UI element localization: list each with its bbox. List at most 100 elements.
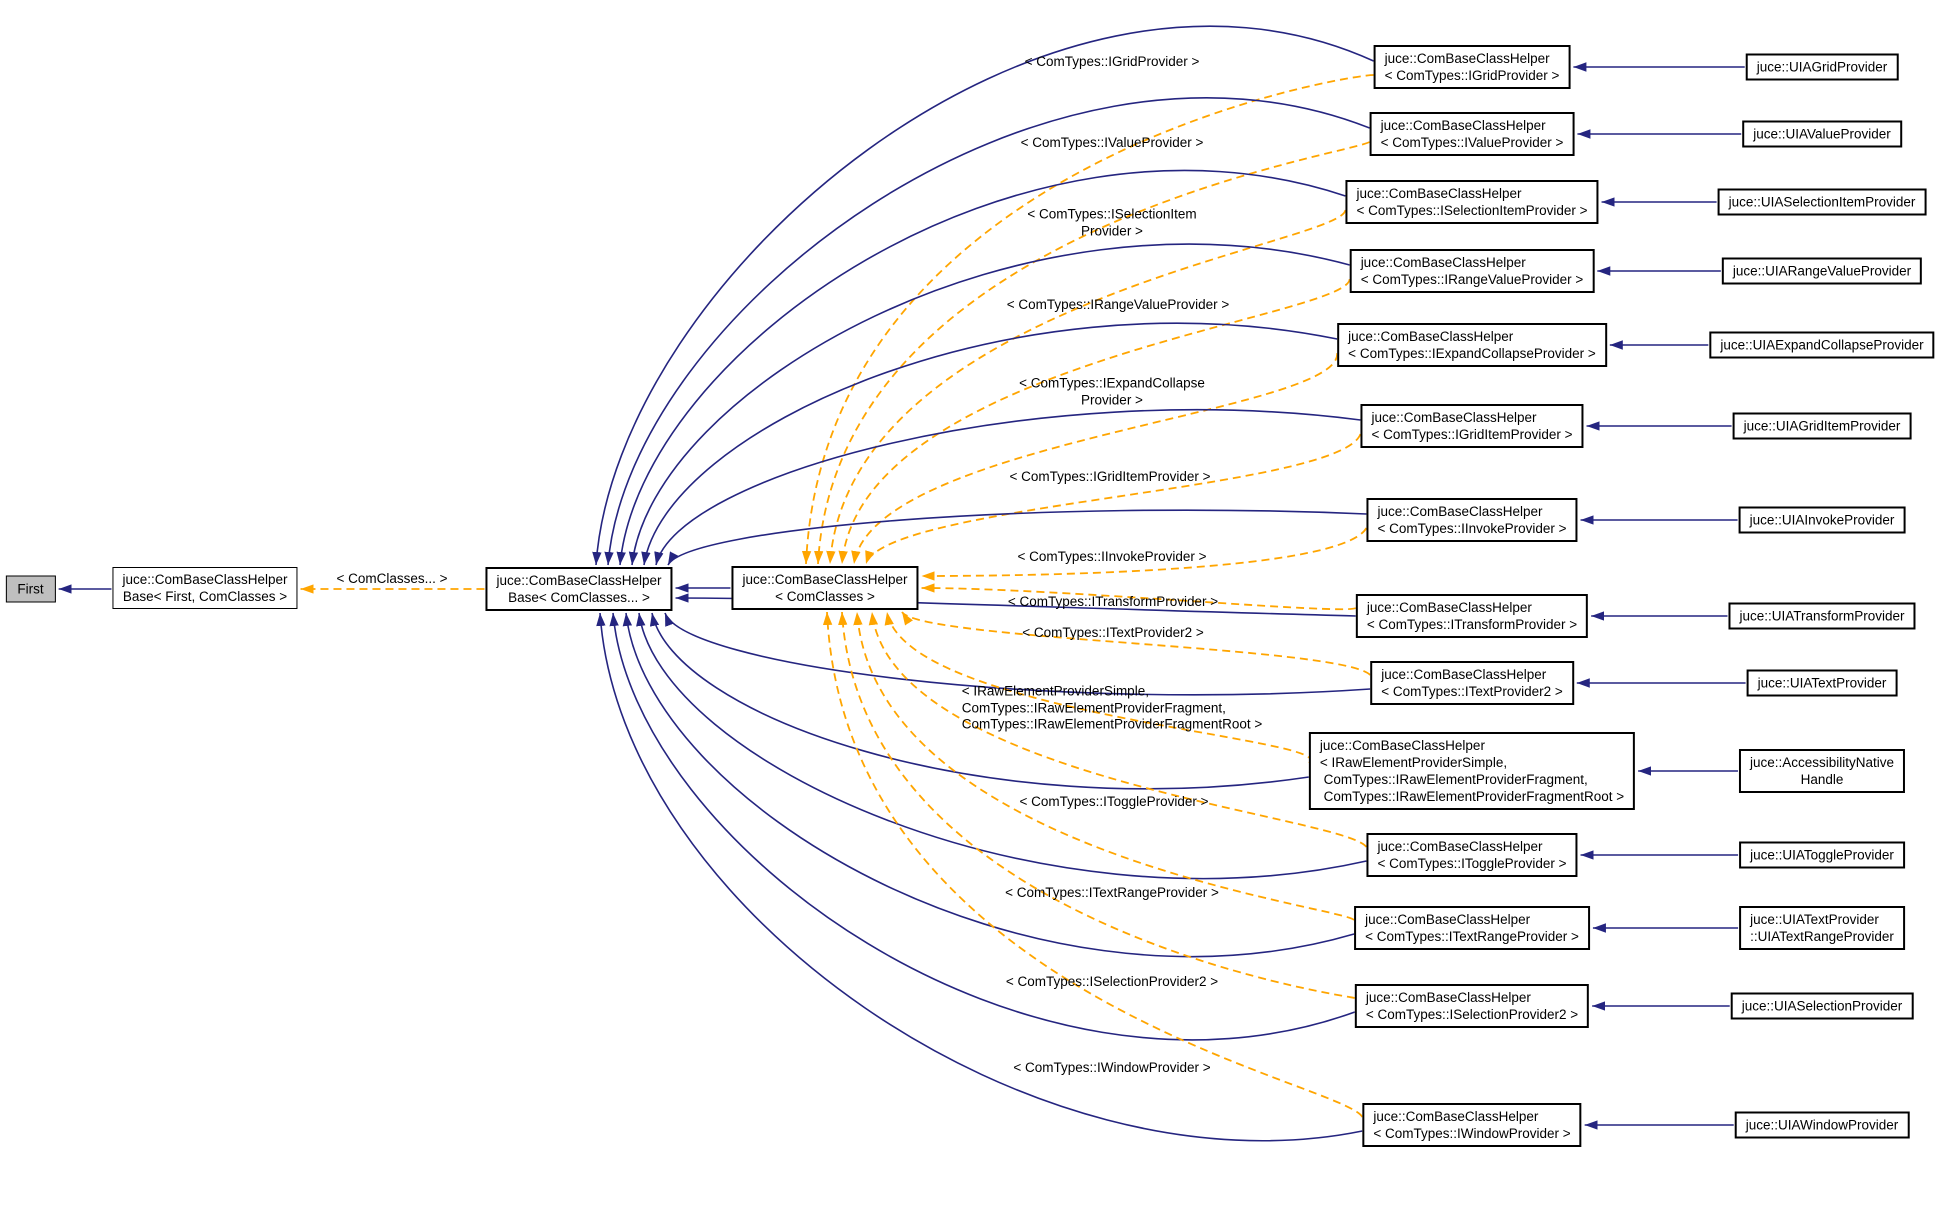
class-node-helper-instance[interactable]: juce::ComBaseClassHelper< ComTypes::ITex… xyxy=(1370,661,1574,705)
node-text-line: juce::ComBaseClassHelper xyxy=(1366,600,1532,615)
node-text-line: < ComTypes::IWindowProvider > xyxy=(1013,1059,1211,1075)
node-text-line: < ComTypes::IInvokeProvider > xyxy=(1017,548,1207,564)
node-text-line: < IRawElementProviderSimple, xyxy=(1319,755,1508,770)
class-node-helper-instance[interactable]: juce::ComBaseClassHelper< ComTypes::IInv… xyxy=(1366,498,1578,542)
node-text-line: < ComTypes::IExpandCollapseProvider > xyxy=(1348,346,1596,361)
node-text-line: juce::UIAToggleProvider xyxy=(1750,847,1894,863)
node-text-line: ComTypes::IRawElementProviderFragmentRoo… xyxy=(961,716,1263,732)
template-edge-label: < ComTypes::ITextProvider2 > xyxy=(1022,625,1204,642)
class-node-helper-instance[interactable]: juce::ComBaseClassHelper< ComTypes::ISel… xyxy=(1354,984,1590,1028)
class-node-helper-instance[interactable]: juce::ComBaseClassHelper< ComTypes::ITog… xyxy=(1366,833,1578,877)
template-edge-label: < ComTypes::IGridItemProvider > xyxy=(1009,469,1210,486)
class-node-uia-provider[interactable]: juce::UIAGridItemProvider xyxy=(1732,412,1912,440)
node-text-line: juce::ComBaseClassHelper xyxy=(742,572,908,587)
node-text-line: < ComTypes::IRangeValueProvider > xyxy=(1006,296,1230,312)
node-text-line: juce::AccessibilityNative xyxy=(1749,755,1895,770)
node-text-line: juce::ComBaseClassHelper xyxy=(1373,1109,1539,1124)
class-node-helper-instance[interactable]: juce::ComBaseClassHelper< ComTypes::IGri… xyxy=(1373,45,1571,89)
class-node-uia-provider[interactable]: juce::UIARangeValueProvider xyxy=(1721,257,1923,285)
node-text-line: juce::UIAInvokeProvider xyxy=(1749,512,1895,528)
class-node-helper-instance[interactable]: juce::ComBaseClassHelper< ComTypes::ISel… xyxy=(1345,180,1599,224)
template-edge-label: < ComTypes::ISelectionProvider2 > xyxy=(1006,974,1218,991)
node-text-line: < ComTypes::ITextRangeProvider > xyxy=(1005,884,1219,900)
class-node-helper-instance[interactable]: juce::ComBaseClassHelper< ComTypes::IVal… xyxy=(1369,112,1575,156)
class-node-uia-provider[interactable]: juce::UIAToggleProvider xyxy=(1739,841,1905,869)
template-edge-label: < ComTypes::IRangeValueProvider > xyxy=(1007,297,1230,314)
class-node-helper-instance[interactable]: juce::ComBaseClassHelper< ComTypes::IExp… xyxy=(1337,323,1607,367)
node-text-line: < ComTypes::ISelectionProvider2 > xyxy=(1365,1007,1579,1022)
template-edge-label: < ComTypes::IWindowProvider > xyxy=(1013,1060,1210,1077)
node-text-line: < ComTypes::IToggleProvider > xyxy=(1019,793,1209,809)
node-text-line: < ComTypes::IGridProvider > xyxy=(1024,53,1200,69)
template-edge-label-comclasses: < ComClasses... > xyxy=(336,570,448,586)
class-node-uia-provider[interactable]: juce::UIATextProvider xyxy=(1746,669,1898,697)
node-text-line: Provider > xyxy=(1081,392,1143,407)
node-text-line: juce::ComBaseClassHelper xyxy=(1319,738,1485,753)
class-node-uia-provider[interactable]: juce::UIATextProvider::UIATextRangeProvi… xyxy=(1739,906,1905,950)
class-node-first[interactable]: First xyxy=(5,575,56,603)
class-node-uia-provider[interactable]: juce::UIAValueProvider xyxy=(1742,120,1902,148)
node-text-line: juce::UIASelectionProvider xyxy=(1741,998,1903,1014)
class-node-uia-provider[interactable]: juce::UIAExpandCollapseProvider xyxy=(1709,331,1935,359)
class-node-uia-provider[interactable]: juce::UIAWindowProvider xyxy=(1734,1111,1910,1139)
node-text-line: < ComClasses > xyxy=(775,589,875,604)
class-node-helper-instance[interactable]: juce::ComBaseClassHelper< ComTypes::ITra… xyxy=(1355,594,1589,638)
node-text-line: juce::ComBaseClassHelper xyxy=(496,573,662,588)
node-text-line: juce::ComBaseClassHelper xyxy=(1365,912,1531,927)
node-text-line: ::UIATextRangeProvider xyxy=(1750,929,1894,944)
template-edge-label: < ComTypes::IGridProvider > xyxy=(1025,54,1200,71)
node-text-line: < ComTypes::IGridProvider > xyxy=(1384,68,1560,83)
node-text-line: < ComTypes::IGridItemProvider > xyxy=(1371,427,1573,442)
node-text-line: juce::UIARangeValueProvider xyxy=(1732,263,1912,279)
template-edge-label: < ComTypes::IInvokeProvider > xyxy=(1017,549,1206,566)
class-node-uia-provider[interactable]: juce::UIASelectionItemProvider xyxy=(1717,188,1927,216)
node-text-line: juce::UIAValueProvider xyxy=(1753,126,1891,142)
node-text-line: juce::UIATextProvider xyxy=(1750,912,1879,927)
node-text-line: juce::ComBaseClassHelper xyxy=(1384,51,1550,66)
class-node-helper-instance[interactable]: juce::ComBaseClassHelper< ComTypes::IWin… xyxy=(1362,1103,1582,1147)
node-text-line: < ComTypes::ITextProvider2 > xyxy=(1022,624,1204,640)
node-text-line: juce::UIAGridProvider xyxy=(1756,59,1888,75)
class-node-uia-provider[interactable]: juce::UIAInvokeProvider xyxy=(1738,506,1906,534)
class-node-uia-provider[interactable]: juce::UIAGridProvider xyxy=(1745,53,1899,81)
node-text-line: juce::ComBaseClassHelper xyxy=(1381,667,1547,682)
node-text-line: Handle xyxy=(1800,772,1844,787)
class-node-helper-instance[interactable]: juce::ComBaseClassHelper< IRawElementPro… xyxy=(1308,732,1636,810)
node-text-line: < ComTypes::ITransformProvider > xyxy=(1366,617,1578,632)
node-text-line: juce::ComBaseClassHelper xyxy=(1377,839,1543,854)
class-node-helper-instance[interactable]: juce::ComBaseClassHelper< ComTypes::IRan… xyxy=(1349,249,1595,293)
node-text-line: juce::ComBaseClassHelper xyxy=(1356,186,1522,201)
node-text-line: < ComTypes::IValueProvider > xyxy=(1020,134,1204,150)
node-text-line: juce::UIAWindowProvider xyxy=(1745,1117,1899,1133)
node-text-line: < IRawElementProviderSimple, xyxy=(961,683,1149,699)
template-edge-label: < ComTypes::ITransformProvider > xyxy=(1008,594,1218,611)
node-text-line: juce::UIAGridItemProvider xyxy=(1743,418,1901,434)
node-text-line: ComTypes::IRawElementProviderFragmentRoo… xyxy=(1319,789,1625,804)
node-text-line: juce::ComBaseClassHelper xyxy=(1365,990,1531,1005)
class-node-helper-instance[interactable]: juce::ComBaseClassHelper< ComTypes::ITex… xyxy=(1354,906,1590,950)
node-text-line: ComTypes::IRawElementProviderFragment, xyxy=(1319,772,1588,787)
node-text-line: Base< First, ComClasses > xyxy=(122,589,288,604)
node-text-line: < ComTypes::ITextProvider2 > xyxy=(1381,684,1563,699)
node-text-line: < ComTypes::ISelectionItem xyxy=(1027,206,1197,222)
node-text-line: juce::ComBaseClassHelper xyxy=(1348,329,1514,344)
node-text-line: < ComTypes::ISelectionItemProvider > xyxy=(1356,203,1588,218)
node-text-line: juce::ComBaseClassHelper xyxy=(1360,255,1526,270)
node-text-line: juce::ComBaseClassHelper xyxy=(1377,504,1543,519)
class-node-helper-instance[interactable]: juce::ComBaseClassHelper< ComTypes::IGri… xyxy=(1360,404,1584,448)
node-text-line: juce::ComBaseClassHelper xyxy=(1371,410,1537,425)
class-node-combaseclasshelper-comclasses[interactable]: juce::ComBaseClassHelper< ComClasses > xyxy=(731,566,919,610)
node-text-line: < ComTypes::IWindowProvider > xyxy=(1373,1126,1571,1141)
class-node-uia-provider[interactable]: juce::UIASelectionProvider xyxy=(1730,992,1914,1020)
node-text-line: < ComTypes::ISelectionProvider2 > xyxy=(1005,973,1219,989)
class-node-uia-provider[interactable]: juce::UIATransformProvider xyxy=(1728,602,1916,630)
node-text-line: juce::ComBaseClassHelper xyxy=(1380,118,1546,133)
node-text-line: < ComTypes::IExpandCollapse xyxy=(1019,375,1205,391)
